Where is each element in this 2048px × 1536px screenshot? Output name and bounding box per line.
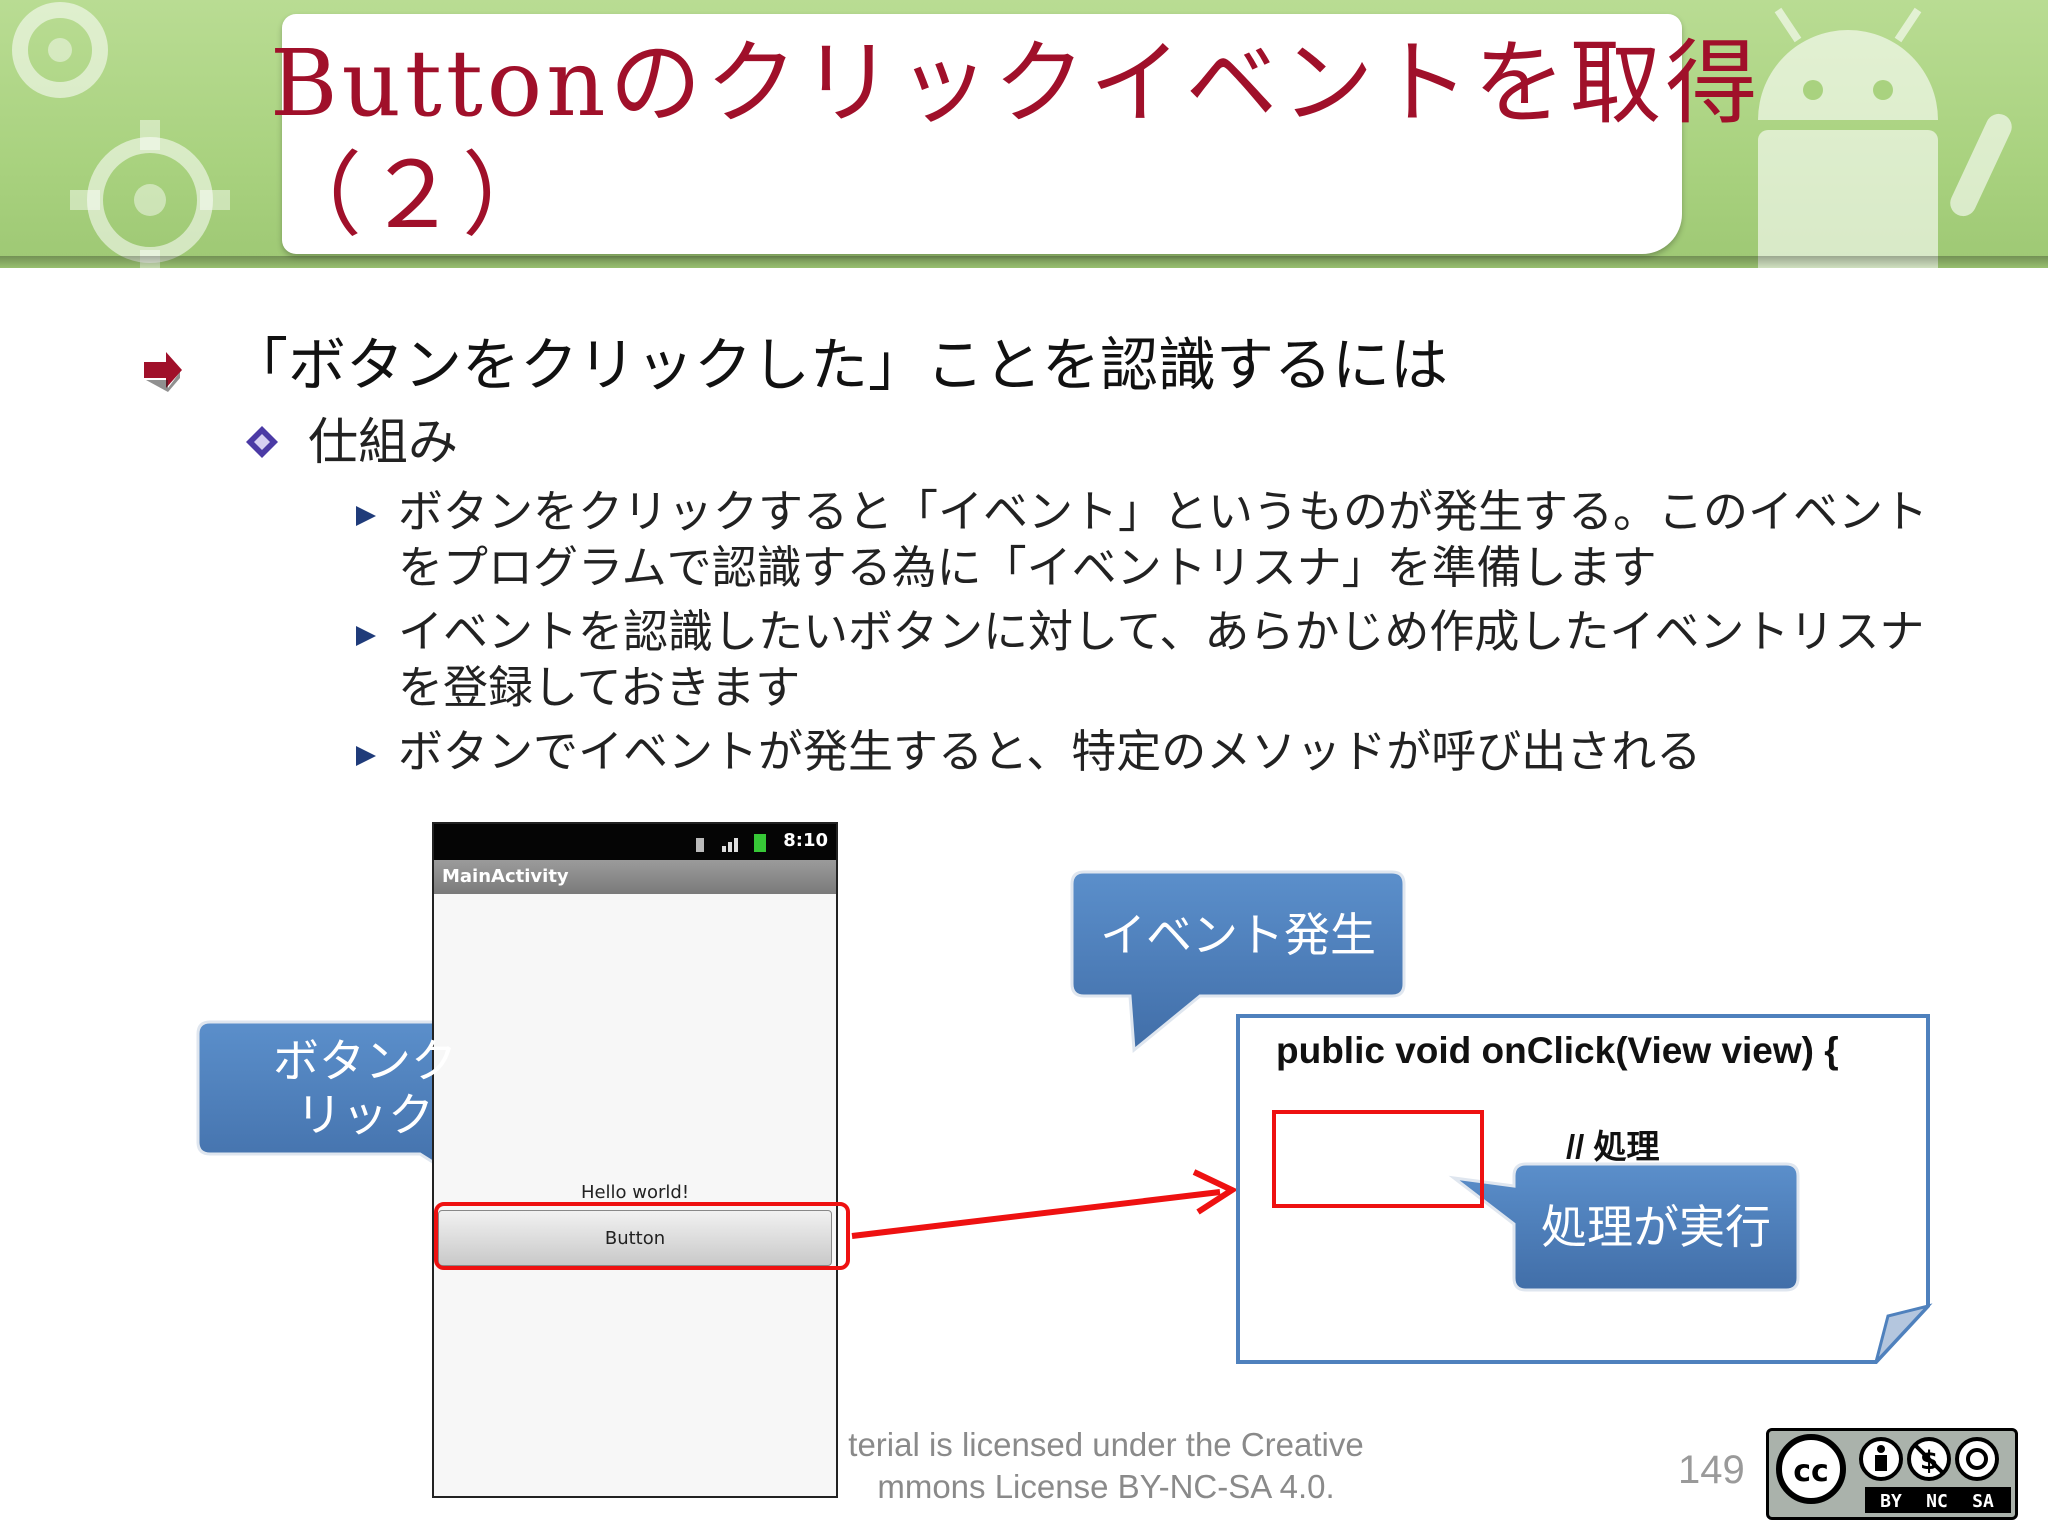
status-time: 8:10 <box>783 830 828 851</box>
bullet-level2: 仕組み <box>308 413 458 471</box>
bullet-level3-item: イベントを認識したいボタンに対して、あらかじめ作成したイベントリスナ を登録して… <box>398 604 1958 716</box>
button-highlight <box>434 1202 850 1270</box>
triangle-bullet-icon <box>356 506 376 526</box>
arrow-bullet-icon <box>144 352 182 392</box>
code-highlight-box <box>1272 1110 1484 1208</box>
cc-label-nc: NC <box>1926 1491 1948 1512</box>
license-line: mmons License BY-NC-SA 4.0. <box>877 1468 1335 1505</box>
bullet-line: ボタンをクリックすると「イベント」というものが発生する。このイベント <box>398 485 1929 538</box>
gear-icon <box>12 2 230 268</box>
callout-line: リック <box>296 1088 434 1142</box>
callout-event-occurred: イベント発生 <box>1100 908 1376 962</box>
page-number: 149 <box>1678 1448 1745 1492</box>
code-box-fold <box>1874 1303 1933 1364</box>
header-banner <box>0 0 2048 268</box>
red-arrow-head <box>1192 1169 1239 1215</box>
bullet-line: イベントを認識したいボタンに対して、あらかじめ作成したイベントリスナ <box>398 605 1925 658</box>
callout-process-shape <box>1448 1162 1800 1292</box>
cc-label-sa: SA <box>1972 1491 1994 1512</box>
license-line: terial is licensed under the Creative <box>848 1426 1364 1463</box>
triangle-bullet-icon <box>356 626 376 646</box>
phone-screenshot: 8:10 MainActivity Hello world! Button <box>432 822 838 1498</box>
code-comment: // 処理 <box>1566 1128 1660 1165</box>
title-panel <box>282 14 1682 254</box>
callout-button-click: ボタンク リック <box>198 1034 532 1142</box>
license-text: terial is licensed under the Creative mm… <box>786 1424 1426 1508</box>
red-arrow-line <box>851 1189 1221 1239</box>
bullet-level3-item: ボタンでイベントが発生すると、特定のメソッドが呼び出される <box>398 724 1958 780</box>
bullet-level1: 「ボタンをクリックした」ことを認識するには <box>230 331 1449 399</box>
bullet-line: をプログラムで認識する為に「イベントリスナ」を準備します <box>398 541 1657 594</box>
hello-text: Hello world! <box>580 1182 690 1203</box>
android-robot-icon <box>1758 7 2012 268</box>
triangle-bullet-icon <box>356 746 376 766</box>
bullet-line: を登録しておきます <box>398 661 801 714</box>
phone-button[interactable]: Button <box>438 1210 832 1266</box>
svg-text:cc: cc <box>1793 1454 1829 1489</box>
slide-title: Buttonのクリックイベントを取得（２） <box>270 30 1762 249</box>
signal-battery-icon <box>696 834 766 852</box>
banner-shadow <box>0 256 2048 268</box>
callout-line: ボタンク <box>273 1034 457 1088</box>
cc-label-by: BY <box>1880 1491 1902 1512</box>
diamond-bullet-icon <box>246 426 278 458</box>
phone-status-bar: 8:10 <box>434 824 836 860</box>
phone-app-title: MainActivity <box>442 866 569 887</box>
code-signature: public void onClick(View view) { <box>1276 1030 1839 1071</box>
bullet-level3-item: ボタンをクリックすると「イベント」というものが発生する。このイベント をプログラ… <box>398 484 1958 596</box>
callout-process-executed: 処理が実行 <box>1541 1200 1771 1254</box>
bullet-line: ボタンでイベントが発生すると、特定のメソッドが呼び出される <box>398 725 1702 778</box>
cc-license-badge: cc $ BY NC SA <box>1766 1428 2018 1520</box>
callout-event-shape <box>1070 870 1406 1053</box>
cc-icons: cc $ BY NC SA <box>1776 1434 2011 1513</box>
phone-title-bar <box>434 860 836 894</box>
